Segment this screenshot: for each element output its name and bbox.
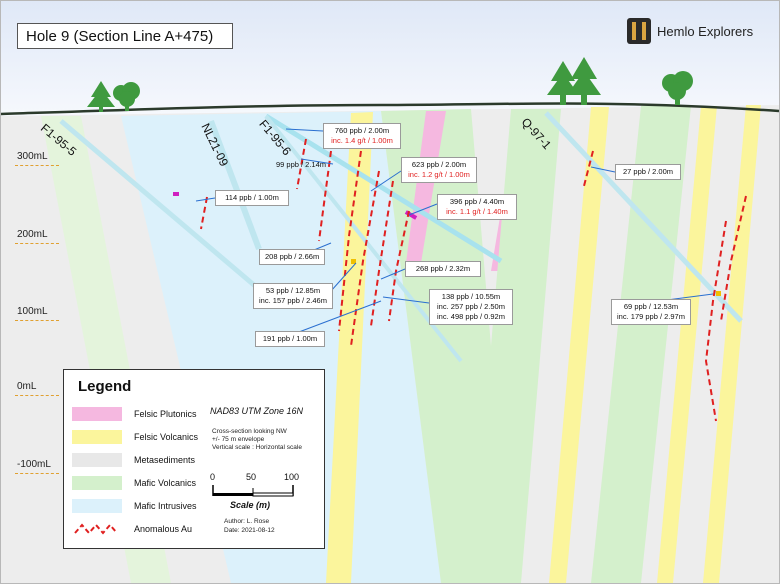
company-name: Hemlo Explorers	[657, 23, 754, 39]
elevation-label: 300mL	[17, 151, 48, 162]
legend-item: Mafic Volcanics	[72, 475, 196, 491]
legend-item: Felsic Plutonics	[72, 406, 197, 422]
legend-item: Mafic Intrusives	[72, 498, 197, 514]
callout-arrows	[195, 128, 714, 336]
assay-callout: 268 ppb / 2.32m	[405, 261, 481, 277]
mafic-volcanics-band-2	[471, 109, 561, 583]
felsic-volcanics-band-4	[703, 105, 761, 583]
assay-callout: 99 ppb / 2.14m	[275, 160, 327, 169]
elevation-label: 200mL	[17, 229, 48, 240]
assay-interval-marker	[716, 291, 721, 296]
assay-callout: 114 ppb / 1.00m	[215, 190, 289, 206]
legend-swatch-metasediments	[72, 453, 122, 467]
elevation-tick	[15, 165, 59, 166]
elevation-label: 100mL	[17, 306, 48, 317]
felsic-volcanics-band-3	[657, 106, 717, 583]
tree-icon	[87, 81, 115, 112]
mafic-volcanics-band-3	[591, 106, 691, 583]
ground-surface-line	[1, 102, 779, 116]
author-label: Author: L. Rose	[224, 518, 270, 525]
date-label: Date: 2021-08-12	[224, 527, 275, 534]
assay-callout: 27 ppb / 2.00m	[615, 164, 681, 180]
elevation-label: -100mL	[17, 459, 51, 470]
tree-icon	[113, 82, 140, 111]
legend-item: Felsic Volcanics	[72, 429, 198, 445]
assay-callout: 191 ppb / 1.00m	[255, 331, 325, 347]
hemlo-logo-icon	[627, 18, 651, 44]
felsic-volcanics-band-1	[326, 112, 373, 583]
legend-swatch-mafic-intrusives	[72, 499, 122, 513]
drill-trace-f1-95-5	[59, 119, 263, 293]
felsic-plutonic-band-1	[406, 111, 446, 263]
legend-item: Anomalous Au	[72, 521, 192, 537]
tree-icon	[662, 71, 693, 105]
section-note: +/- 75 m envelope	[212, 436, 265, 443]
legend-swatch-felsic-plutonics	[72, 407, 122, 421]
scale-label: Scale (m)	[230, 500, 271, 510]
legend-title: Legend	[78, 378, 132, 395]
drill-trace-nl21-09	[208, 119, 262, 251]
legend-swatch-felsic-volcanics	[72, 430, 122, 444]
drill-trace-q-97-1	[544, 111, 743, 323]
section-title: Hole 9 (Section Line A+475)	[17, 23, 233, 49]
section-note: Vertical scale : Horizontal scale	[212, 444, 302, 451]
elevation-tick	[15, 243, 59, 244]
legend-panel: Legend Felsic Plutonics Felsic Volcanics…	[63, 369, 325, 549]
legend-item: Metasediments	[72, 452, 195, 468]
legend-swatch-mafic-volcanics	[72, 476, 122, 490]
assay-callout: 208 ppb / 2.66m	[259, 249, 325, 265]
elevation-tick	[15, 320, 59, 321]
datum-label: NAD83 UTM Zone 16N	[210, 406, 304, 416]
scale-bar: 0 50 100	[210, 472, 302, 512]
company-logo: Hemlo Explorers	[627, 17, 753, 45]
assay-interval-marker	[173, 192, 179, 196]
elevation-label: 0mL	[17, 381, 37, 392]
felsic-volcanics-band-2	[549, 107, 609, 583]
elevation-tick	[15, 395, 59, 396]
drill-trace-f1-95-6b	[264, 114, 463, 363]
tree-icon	[547, 61, 579, 105]
elevation-tick	[15, 473, 59, 474]
anomalous-au-traces	[200, 138, 747, 422]
scale-bar-graphic	[212, 485, 294, 497]
assay-interval-marker	[351, 259, 356, 264]
tree-icon	[567, 57, 601, 105]
section-note: Cross-section looking NW	[212, 428, 287, 435]
legend-swatch-anomalous-au	[74, 523, 118, 535]
